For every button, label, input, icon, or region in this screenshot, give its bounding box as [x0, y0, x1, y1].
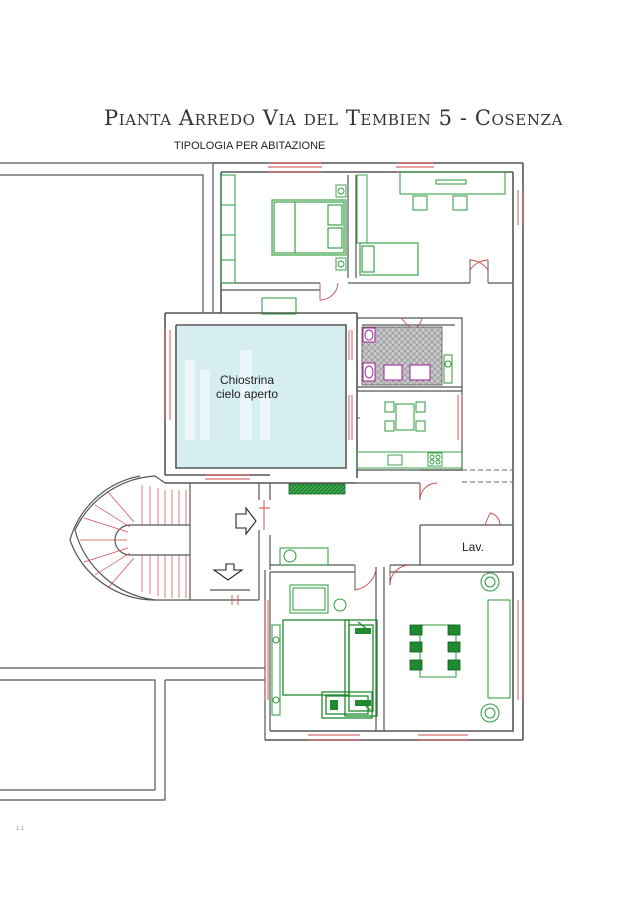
courtyard-label-line-2: cielo aperto	[216, 387, 279, 401]
nightstands	[335, 184, 347, 271]
page-title: Pianta Arredo Via del Tembien 5 - Cosenz…	[104, 106, 564, 130]
courtyard-label-line-1: Chiostrina	[220, 373, 275, 387]
direction-arrows	[212, 506, 257, 581]
arrow-down-icon	[212, 563, 244, 581]
terrace-outline-bottom	[0, 667, 265, 801]
wardrobe-bedroom-2	[356, 174, 368, 244]
dashed-lines	[357, 417, 514, 525]
kitchen-counter	[356, 451, 463, 469]
bathroom-fixtures	[362, 327, 453, 384]
desk-bedroom-2	[399, 171, 506, 211]
double-bed	[271, 199, 347, 256]
scale-note: 1:1	[16, 826, 25, 832]
windows	[164, 162, 524, 741]
terrace-outline-top	[0, 162, 214, 313]
wardrobe-bedroom-1	[220, 174, 236, 284]
hall-console	[279, 547, 329, 566]
door-leaves	[354, 260, 489, 590]
staircase	[69, 475, 210, 601]
dining-plants	[480, 572, 500, 723]
tv-unit	[271, 624, 281, 716]
page-subtitle: TIPOLOGIA PER ABITAZIONE	[174, 140, 326, 152]
planter-strip	[288, 483, 346, 495]
sideboard	[487, 599, 511, 699]
laundry-label: Lav.	[462, 540, 484, 554]
interior-walls	[210, 175, 513, 740]
armchair	[289, 584, 329, 614]
stair-treads	[80, 485, 187, 598]
single-bed	[359, 242, 419, 276]
courtyard-watermark	[185, 350, 270, 440]
dining-chairs	[409, 624, 461, 671]
courtyard-label: Chiostrina cielo aperto	[216, 373, 278, 401]
arrow-right-icon	[235, 506, 257, 536]
sofa-cushions	[330, 628, 371, 710]
side-table	[333, 598, 347, 612]
kitchen-table	[384, 401, 426, 432]
desk-bedroom-1	[261, 297, 297, 315]
